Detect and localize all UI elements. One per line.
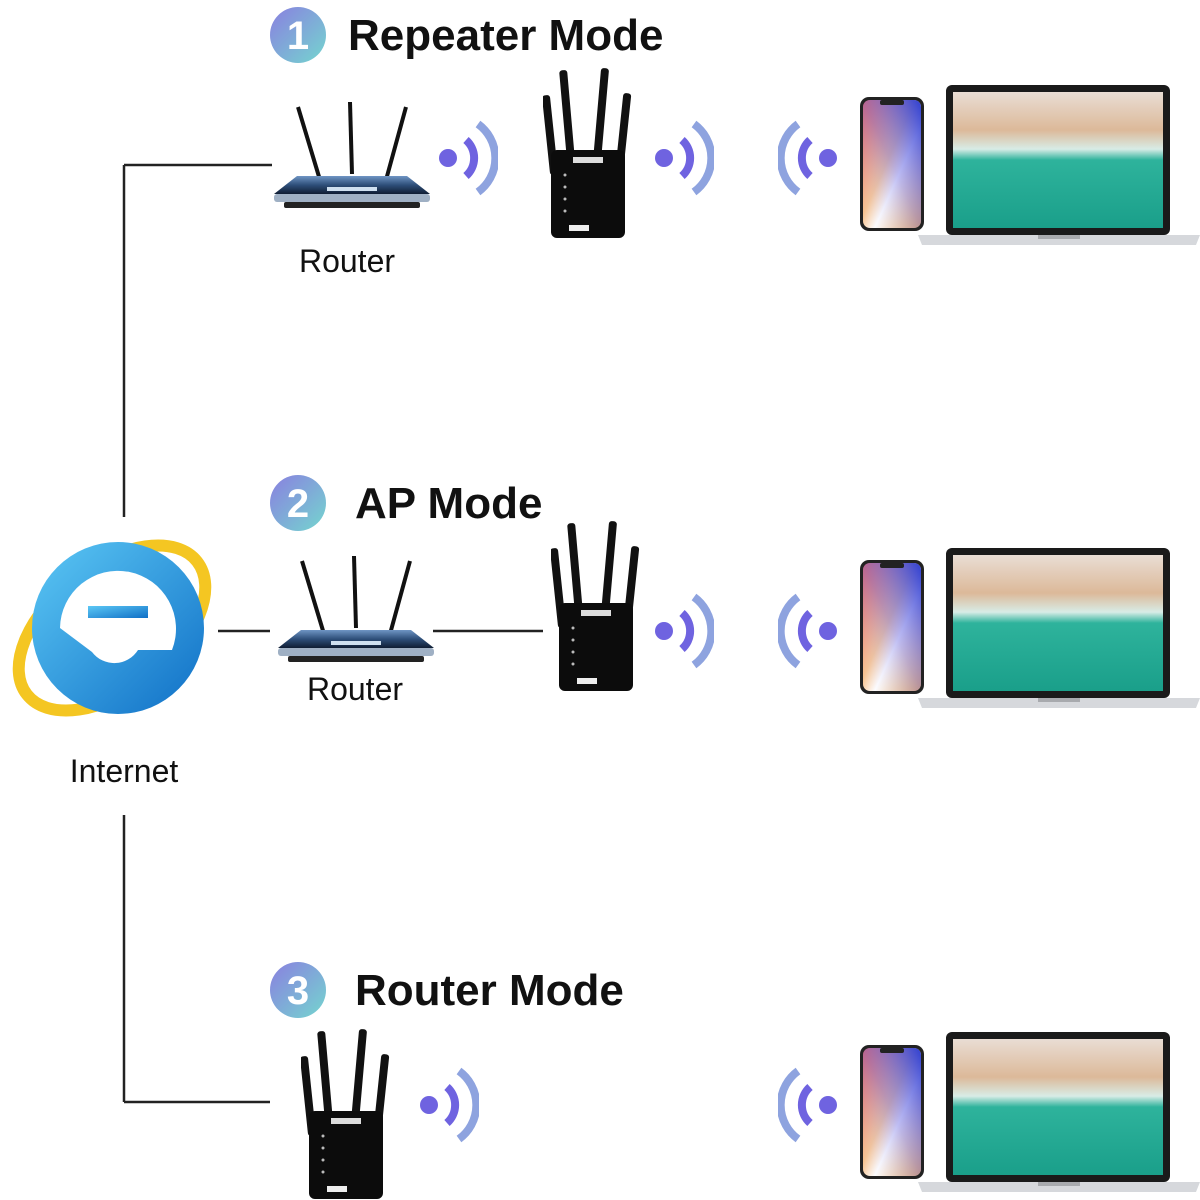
wifi-signal-icon bbox=[420, 1071, 476, 1139]
number-badge bbox=[270, 475, 326, 531]
smartphone-icon bbox=[860, 1045, 924, 1179]
router-label: Router bbox=[307, 671, 403, 707]
number-badge bbox=[270, 7, 326, 63]
badge-number: 1 bbox=[287, 14, 309, 58]
mode-2-header: 2 AP Mode bbox=[270, 475, 542, 531]
internet-explorer-logo bbox=[12, 539, 212, 717]
wifi-extender-icon bbox=[301, 1028, 390, 1199]
smartphone-icon bbox=[860, 560, 924, 694]
wifi-signal-icon bbox=[439, 124, 495, 192]
internet-label: Internet bbox=[70, 753, 179, 789]
wifi-signal-icon bbox=[655, 597, 711, 665]
mode-title: AP Mode bbox=[355, 479, 542, 528]
router-icon bbox=[272, 102, 432, 210]
mode-title: Router Mode bbox=[355, 966, 624, 1015]
router-icon bbox=[276, 556, 436, 664]
router-label: Router bbox=[299, 243, 395, 279]
smartphone-icon bbox=[860, 97, 924, 231]
mode-title: Repeater Mode bbox=[348, 11, 663, 60]
laptop-icon bbox=[918, 548, 1200, 708]
laptop-icon bbox=[918, 1032, 1200, 1192]
wifi-receive-icon bbox=[781, 124, 837, 192]
badge-number: 3 bbox=[287, 969, 309, 1013]
mode-1-header: 1 Repeater Mode bbox=[270, 7, 663, 63]
wifi-receive-icon bbox=[781, 597, 837, 665]
wifi-signal-icon bbox=[655, 124, 711, 192]
mode-3-header: 3 Router Mode bbox=[270, 962, 624, 1018]
laptop-icon bbox=[918, 85, 1200, 245]
wifi-extender-icon bbox=[551, 520, 640, 691]
badge-number: 2 bbox=[287, 482, 309, 526]
wifi-receive-icon bbox=[781, 1071, 837, 1139]
wifi-extender-icon bbox=[543, 67, 632, 238]
number-badge bbox=[270, 962, 326, 1018]
